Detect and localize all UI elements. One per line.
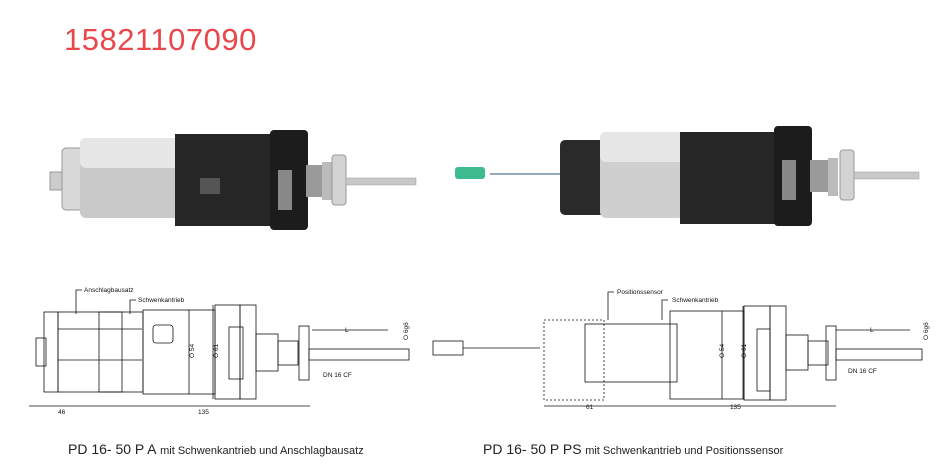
right-drawing-labels: Positionssensor Schwenkantrieb L DN 16 C…	[586, 289, 930, 411]
model-name: PD 16- 50 P A	[68, 441, 157, 457]
svg-text:O 54: O 54	[189, 344, 196, 358]
svg-text:46: 46	[58, 409, 66, 416]
technical-drawing-right	[432, 291, 923, 407]
svg-text:O 6g6: O 6g6	[923, 322, 930, 340]
svg-text:Schwenkantrieb: Schwenkantrieb	[138, 297, 185, 304]
svg-text:Schwenkantrieb: Schwenkantrieb	[672, 297, 719, 304]
svg-text:135: 135	[198, 409, 209, 416]
product-photo-left	[49, 130, 417, 230]
svg-text:135: 135	[730, 404, 741, 411]
caption-left: PD 16- 50 P A mit Schwenkantrieb und Ans…	[68, 441, 364, 457]
svg-text:O 54: O 54	[719, 344, 726, 358]
svg-text:DN 16 CF: DN 16 CF	[848, 368, 877, 375]
model-name: PD 16- 50 P PS	[483, 441, 582, 457]
svg-text:61: 61	[586, 404, 594, 411]
svg-text:DN 16 CF: DN 16 CF	[323, 372, 352, 379]
phone-number: 15821107090	[64, 22, 257, 57]
svg-text:Anschlagbausatz: Anschlagbausatz	[84, 287, 134, 294]
svg-text:L: L	[345, 327, 349, 334]
caption-right: PD 16- 50 P PS mit Schwenkantrieb und Po…	[483, 441, 783, 457]
technical-drawing-left	[29, 289, 410, 407]
svg-text:O 61: O 61	[741, 344, 748, 358]
svg-text:O 61: O 61	[213, 344, 220, 358]
left-drawing-labels: Anschlagbausatz Schwenkantrieb L DN 16 C…	[58, 287, 410, 416]
model-description: mit Schwenkantrieb und Anschlagbausatz	[160, 445, 364, 457]
svg-text:Positionssensor: Positionssensor	[617, 289, 664, 296]
svg-text:O 6g6: O 6g6	[403, 322, 410, 340]
product-photo-right	[455, 126, 920, 226]
model-description: mit Schwenkantrieb und Positionssensor	[585, 445, 784, 457]
svg-text:L: L	[870, 327, 874, 334]
